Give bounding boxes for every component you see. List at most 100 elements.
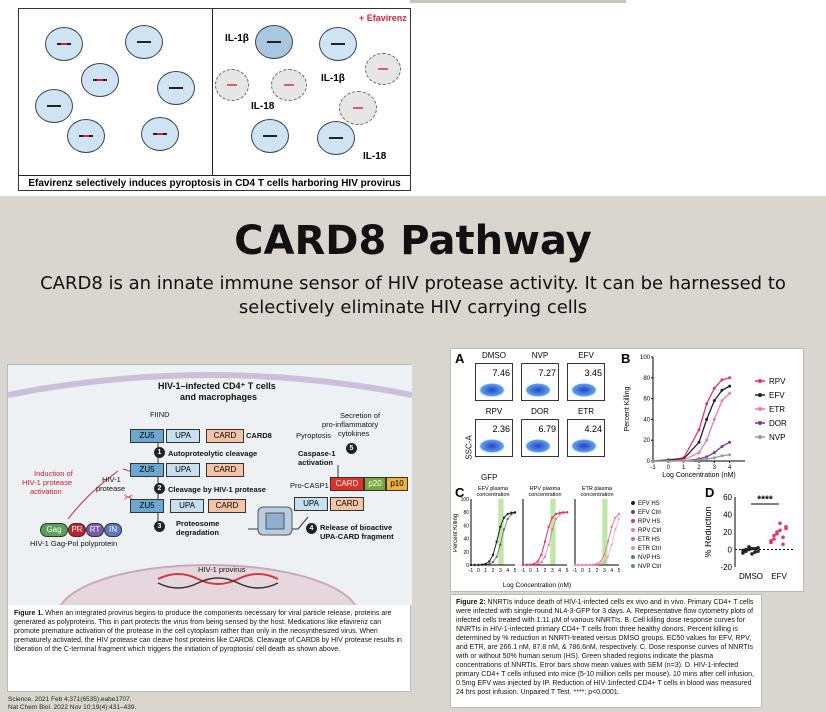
y-tick-label: 100 bbox=[461, 497, 470, 503]
series-line-efv bbox=[652, 385, 730, 462]
legend-marker bbox=[758, 421, 762, 425]
category-label: DMSO bbox=[739, 572, 763, 581]
efavirenz-caption: Efavirenz selectively induces pyroptosis… bbox=[28, 178, 401, 189]
dying-cell bbox=[365, 53, 401, 85]
x-tick-label: 3 bbox=[713, 465, 717, 471]
card-domain: CARD bbox=[330, 497, 364, 511]
step-2-text: Cleavage by HIV-1 protease bbox=[168, 485, 266, 494]
legend-marker bbox=[631, 537, 635, 541]
plasma-range-band bbox=[550, 499, 556, 565]
flow-plot-value: 6.79 bbox=[538, 424, 556, 434]
step-3-text: Proteosome bbox=[176, 519, 220, 528]
category-label: EFV bbox=[771, 572, 787, 581]
legend-marker bbox=[631, 501, 635, 505]
il18-label: IL-18 bbox=[363, 151, 387, 162]
flow-density-blob bbox=[525, 439, 551, 453]
pyroptosis-label: Pyroptosis bbox=[296, 431, 332, 440]
cell bbox=[125, 25, 163, 59]
x-tick-label: -1 bbox=[573, 568, 578, 574]
legend-label: DOR bbox=[769, 419, 787, 428]
curve bbox=[470, 511, 516, 566]
data-point bbox=[705, 455, 709, 459]
step-4: 4 bbox=[306, 523, 317, 534]
data-point bbox=[720, 388, 724, 392]
step-1-text: Autoproteolytic cleavage bbox=[168, 449, 258, 458]
cell bbox=[255, 25, 293, 59]
x-tick-label: 3 bbox=[499, 568, 502, 574]
x-tick-label: -1 bbox=[469, 568, 474, 574]
data-point bbox=[697, 451, 701, 455]
reference-2: Nat Chem Biol. 2022 Nov 10;19(4):431–439… bbox=[8, 704, 137, 711]
data-point bbox=[720, 444, 724, 448]
data-point bbox=[697, 428, 701, 432]
legend-label: ETR bbox=[769, 405, 785, 414]
legend-label: RPV Ctrl bbox=[638, 528, 661, 534]
legend-label: ETR HS bbox=[638, 537, 660, 543]
data-point bbox=[753, 550, 757, 554]
data-point bbox=[720, 399, 724, 403]
legend-label: RPV bbox=[769, 377, 786, 386]
data-point bbox=[728, 376, 732, 380]
legend-label: EFV Ctrl bbox=[638, 510, 661, 516]
data-point bbox=[712, 456, 716, 460]
data-point bbox=[697, 458, 701, 462]
flow-density-blob bbox=[525, 383, 551, 397]
in-domain: IN bbox=[104, 523, 122, 537]
hiv-protease-label-2: protease bbox=[96, 484, 126, 493]
y-axis-label: Percent Killing bbox=[624, 387, 631, 432]
data-point bbox=[750, 546, 754, 551]
p10-domain: p10 bbox=[386, 477, 408, 491]
cell bbox=[157, 71, 195, 105]
dying-cell bbox=[271, 69, 307, 101]
y-tick-label: 80 bbox=[643, 376, 650, 382]
legend-label: NVP HS bbox=[638, 555, 660, 561]
y-tick-label: 0 bbox=[466, 563, 469, 569]
cell bbox=[251, 119, 289, 153]
figure-2-caption: Figure 2: NNRTIs induce death of HIV-1-i… bbox=[450, 594, 762, 708]
gagpol-label: HIV-1 Gag-Pol polyprotein bbox=[30, 539, 118, 548]
legend-marker bbox=[631, 564, 635, 568]
data-point bbox=[728, 440, 732, 444]
gag-domain: Gag bbox=[40, 523, 68, 537]
data-point bbox=[651, 459, 655, 463]
flow-plot: 6.79 bbox=[521, 419, 559, 457]
flow-plot-label: RPV bbox=[485, 407, 503, 416]
flow-plot-value: 2.36 bbox=[492, 424, 510, 434]
zu5-domain: ZU5 bbox=[130, 499, 164, 513]
data-point bbox=[712, 399, 716, 403]
page-subtitle: CARD8 is an innate immune sensor of HIV … bbox=[40, 273, 786, 318]
flow-plot: 7.27 bbox=[521, 363, 559, 401]
x-tick-label: 3 bbox=[551, 568, 554, 574]
protease-icon: ✂ bbox=[124, 492, 134, 504]
x-tick-label: 5 bbox=[618, 568, 621, 574]
flow-plot-label: EFV bbox=[578, 351, 594, 360]
data-point bbox=[728, 391, 732, 395]
x-tick-label: 1 bbox=[536, 568, 539, 574]
data-point bbox=[753, 546, 757, 551]
data-point bbox=[744, 547, 748, 552]
data-point bbox=[775, 530, 779, 534]
data-point bbox=[741, 551, 745, 555]
data-point bbox=[728, 453, 732, 457]
data-point bbox=[720, 454, 724, 458]
subplot-title: concentration bbox=[580, 492, 613, 498]
curve bbox=[522, 511, 568, 566]
data-point bbox=[772, 533, 776, 538]
data-point bbox=[712, 386, 716, 390]
plasma-range-band bbox=[602, 499, 608, 565]
y-tick-label: -20 bbox=[720, 563, 732, 572]
upa-domain: UPA bbox=[294, 497, 328, 511]
secretion-label: Secretion of bbox=[340, 411, 381, 420]
data-point bbox=[573, 563, 577, 567]
data-point bbox=[778, 528, 782, 533]
cell bbox=[67, 119, 105, 153]
pro-casp1-label: Pro-CASP1 bbox=[290, 481, 329, 490]
fiind-label: FIIND bbox=[150, 410, 170, 419]
upa-domain: UPA bbox=[166, 463, 200, 477]
step-5: 5 bbox=[346, 443, 357, 454]
step-1: 1 bbox=[154, 447, 165, 458]
legend-marker bbox=[631, 519, 635, 523]
